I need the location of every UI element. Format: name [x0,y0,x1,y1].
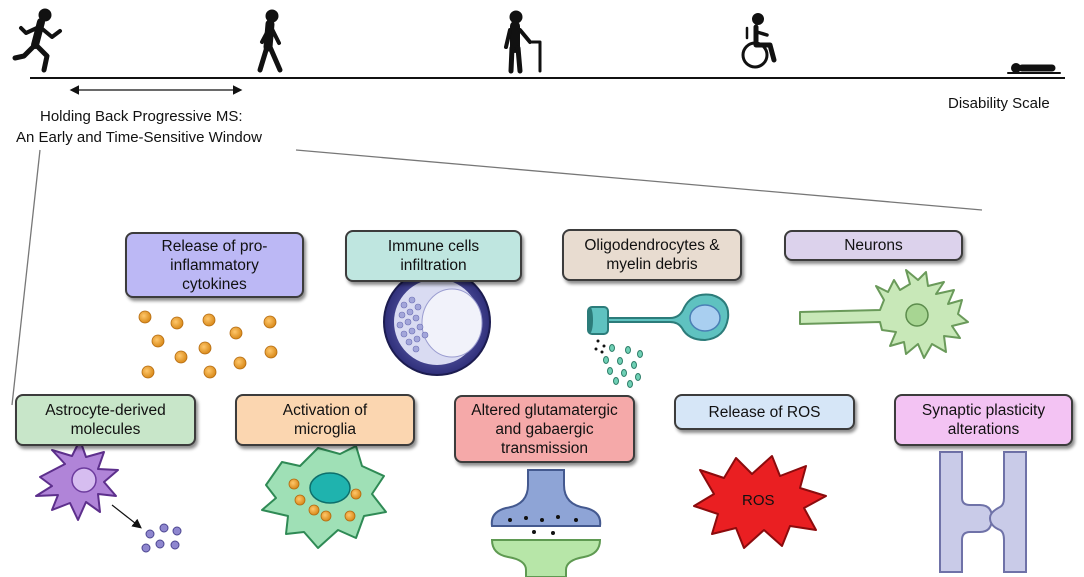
ros-starburst-text: ROS [742,492,775,509]
synaptic-label: Synaptic plasticity alterations [921,402,1046,438]
astrocyte-illustration [35,439,182,553]
bedridden-person-icon [1007,63,1061,74]
neurons-box: Neurons [784,230,963,261]
immune-cells-label: Immune cells infiltration [387,238,480,274]
immune-cells-box: Immune cells infiltration [345,230,522,282]
glutamate-label: Altered glutamatergic and gabaergic tran… [471,401,618,457]
ros-label: Release of ROS [708,403,821,421]
cytokines-box: Release of pro- inflammatory cytokines [125,232,304,298]
zoom-line-right [295,149,983,211]
cytokine-dots [138,310,278,379]
oligodendrocytes-box: Oligodendrocytes & myelin debris [562,229,742,281]
neurons-label: Neurons [844,237,903,254]
running-person-icon [12,8,62,73]
cytokines-label: Release of pro- inflammatory cytokines [161,237,268,293]
synapse-illustration [490,469,602,577]
zoom-line-left [11,149,41,406]
microglia-box: Activation of microglia [235,394,415,446]
ros-starburst-icon [693,455,827,549]
neuron-illustration [799,269,969,359]
window-label-line2: An Early and Time-Sensitive Window [16,129,262,146]
astrocyte-box: Astrocyte-derived molecules [15,394,196,446]
synaptic-plasticity-illustration [939,451,1027,573]
glutamate-box: Altered glutamatergic and gabaergic tran… [454,395,635,463]
window-label-line1: Holding Back Progressive MS: [40,108,243,125]
microglia-illustration [261,445,387,549]
immune-cell-illustration [383,268,491,376]
astrocyte-label: Astrocyte-derived molecules [45,402,166,438]
walking-person-icon [257,9,283,73]
person-with-cane-icon [504,10,542,74]
oligodendrocyte-illustration [587,293,730,388]
oligodendrocytes-label: Oligodendrocytes & myelin debris [584,237,720,273]
disability-axis-label: Disability Scale [948,95,1050,112]
wheelchair-user-icon [741,13,777,69]
synaptic-box: Synaptic plasticity alterations [894,394,1073,446]
microglia-label: Activation of microglia [282,402,368,438]
ros-box: Release of ROS [674,394,855,430]
